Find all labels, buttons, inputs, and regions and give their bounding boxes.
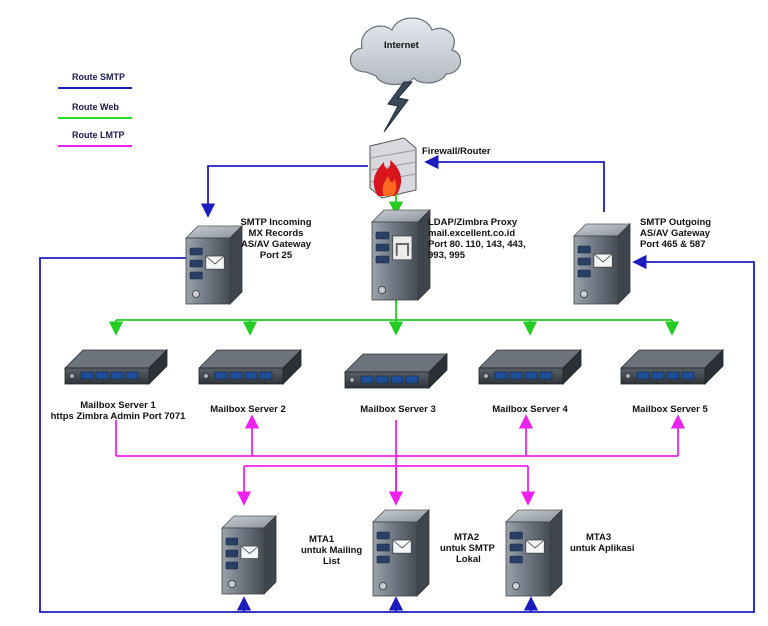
- mta1-label: MTA1 untuk Mailing List: [301, 534, 363, 567]
- mailbox-server-5-label: Mailbox Server 5: [632, 404, 708, 415]
- mailbox-server-2-icon: [198, 349, 302, 385]
- mailbox-server-1-icon: [64, 349, 168, 385]
- proxy-server-icon: [371, 209, 431, 301]
- mta1-server-icon: [221, 515, 277, 595]
- mailbox-server-4-icon: [478, 349, 582, 385]
- mta2-server-icon: [372, 509, 430, 597]
- mta2-label: MTA2 untuk SMTP Lokal: [440, 532, 495, 565]
- legend-web: Route Web: [72, 102, 119, 112]
- mailbox-server-5-icon: [620, 349, 724, 385]
- legend-lmtp: Route LMTP: [72, 130, 125, 140]
- mta3-label: MTA3 untuk Aplikasi: [570, 532, 635, 554]
- firewall-icon: [369, 137, 417, 199]
- legend-smtp: Route SMTP: [72, 72, 125, 82]
- internet-cloud-icon: [349, 17, 462, 86]
- smtp-outgoing-server-icon: [573, 223, 631, 305]
- mta3-server-icon: [505, 509, 563, 597]
- firewall-label: Firewall/Router: [422, 146, 491, 157]
- internet-label: Internet: [384, 40, 419, 51]
- mailbox-server-4-label: Mailbox Server 4: [492, 404, 568, 415]
- smtp-incoming-server-icon: [185, 225, 243, 305]
- mailbox-server-3-label: Mailbox Server 3: [360, 404, 436, 415]
- lightning-bolt-icon: [383, 81, 414, 133]
- mailbox-server-2-label: Mailbox Server 2: [210, 404, 286, 415]
- mailbox-server-3-icon: [344, 353, 448, 389]
